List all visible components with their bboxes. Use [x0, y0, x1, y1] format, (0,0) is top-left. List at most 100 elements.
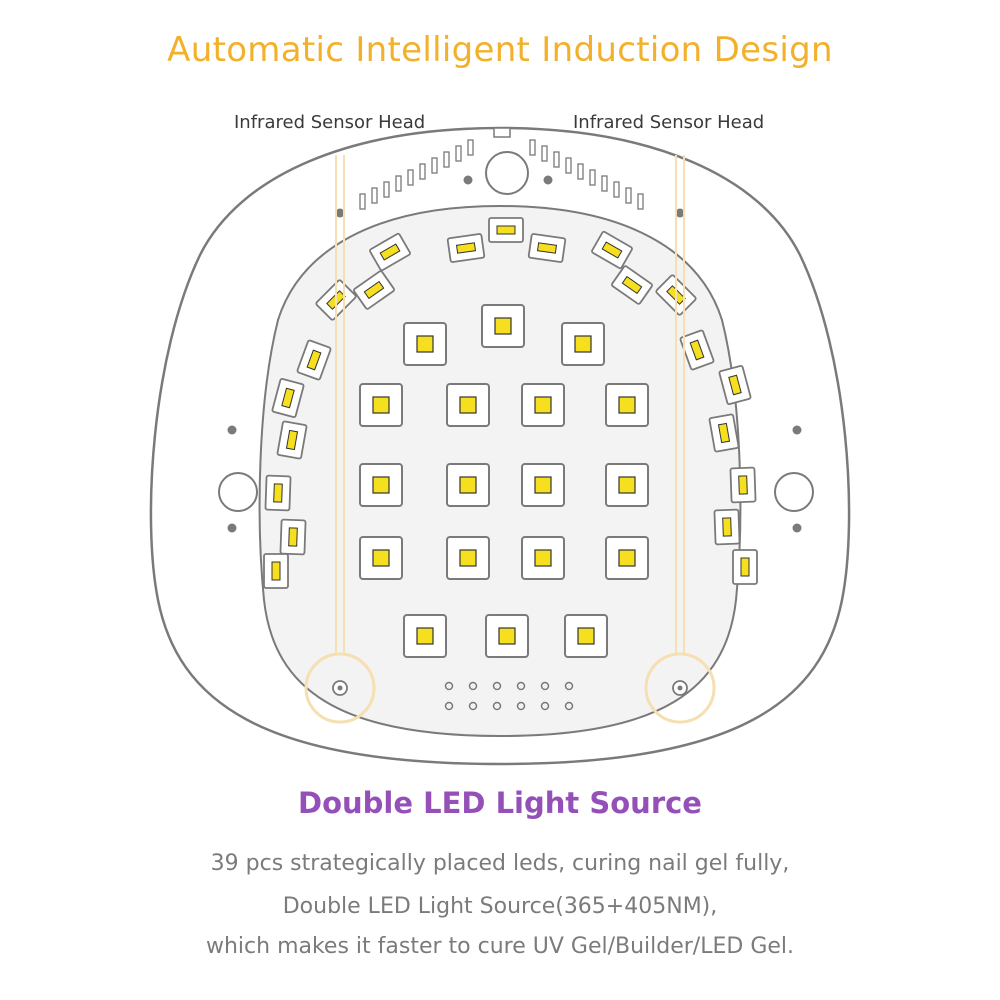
side-led-chip — [273, 483, 283, 503]
vent-ridge-left — [371, 187, 378, 204]
main-led — [403, 322, 447, 366]
main-led-chip — [416, 627, 434, 645]
main-led — [521, 463, 565, 507]
main-led-chip — [494, 317, 512, 335]
main-led — [359, 536, 403, 580]
main-led-chip — [372, 476, 390, 494]
main-led-chip — [459, 476, 477, 494]
screw-dot — [227, 425, 237, 435]
screw-dot — [463, 175, 473, 185]
side-led — [713, 508, 741, 546]
main-led — [446, 536, 490, 580]
vent-ridge-right — [589, 169, 596, 186]
screw-dot — [675, 208, 685, 218]
side-led — [732, 549, 758, 585]
lamp-inner-cavity — [258, 204, 742, 738]
main-led-chip — [416, 335, 434, 353]
main-led — [446, 463, 490, 507]
main-led — [481, 304, 525, 348]
vent-hole — [444, 681, 454, 691]
side-led — [446, 233, 486, 263]
side-led-chip — [740, 557, 750, 577]
main-led-chip — [534, 476, 552, 494]
vent-ridge-left — [467, 139, 474, 156]
lamp-outer-shell — [149, 126, 851, 766]
main-led — [359, 383, 403, 427]
main-led-chip — [534, 549, 552, 567]
infrared-sensor-indicators — [304, 155, 716, 724]
main-led-chip — [618, 396, 636, 414]
vent-ridge-right — [577, 163, 584, 180]
main-led-chip — [372, 549, 390, 567]
main-led — [561, 322, 605, 366]
vent-hole — [540, 681, 550, 691]
vent-ridge-left — [359, 193, 366, 210]
side-led-chip — [281, 387, 295, 409]
vent-ridge-right — [553, 151, 560, 168]
vent-ridge-right — [625, 187, 632, 204]
main-led — [564, 614, 608, 658]
main-led-chip — [498, 627, 516, 645]
vent-ridge-left — [395, 175, 402, 192]
feature-description-line-2: Double LED Light Source(365+405NM), — [282, 894, 718, 919]
side-led-chip — [536, 242, 558, 254]
sensor-highlight-ring — [644, 652, 716, 724]
vent-hole — [516, 681, 526, 691]
side-led-chip — [496, 225, 516, 235]
side-led — [353, 270, 395, 310]
vent-ridge-left — [407, 169, 414, 186]
side-led-chip — [689, 339, 705, 361]
vent-ridge-right — [529, 139, 536, 156]
feature-description-line-1: 39 pcs strategically placed leds, curing… — [210, 851, 790, 876]
side-led — [718, 365, 752, 405]
side-led-chip — [363, 280, 385, 300]
side-led-chip — [717, 422, 731, 444]
feature-title: Double LED Light Source — [298, 786, 702, 820]
vent-ridge-right — [637, 193, 644, 210]
main-led — [605, 536, 649, 580]
side-button-right-icon — [774, 472, 814, 512]
side-led — [276, 420, 308, 460]
main-led-chip — [574, 335, 592, 353]
vent-hole — [492, 681, 502, 691]
screw-dot — [543, 175, 553, 185]
side-led — [708, 413, 740, 453]
vent-hole — [468, 701, 478, 711]
main-led-chip — [459, 396, 477, 414]
main-led-chip — [618, 549, 636, 567]
side-led — [679, 329, 715, 371]
main-led — [446, 383, 490, 427]
screw-dot — [227, 523, 237, 533]
side-led-chip — [728, 374, 742, 396]
main-led-chip — [459, 549, 477, 567]
vent-ridge-right — [601, 175, 608, 192]
sensor-highlight-ring — [304, 652, 376, 724]
vent-hole — [564, 681, 574, 691]
main-led — [521, 536, 565, 580]
vent-hole — [492, 701, 502, 711]
side-led-chip — [271, 561, 281, 581]
page-title: Automatic Intelligent Induction Design — [167, 30, 833, 70]
side-led-chip — [738, 475, 748, 495]
side-button-left-icon — [218, 472, 258, 512]
vent-ridge-left — [383, 181, 390, 198]
vent-ridge-right — [565, 157, 572, 174]
top-slot — [493, 127, 511, 138]
side-led-chip — [306, 349, 322, 371]
vent-ridge-left — [419, 163, 426, 180]
side-led-chip — [722, 517, 732, 537]
main-led-chip — [534, 396, 552, 414]
power-button-icon — [485, 151, 529, 195]
vent-hole — [540, 701, 550, 711]
vent-holes — [444, 681, 574, 711]
side-led-chip — [285, 429, 299, 451]
screw-dot — [792, 425, 802, 435]
side-led — [488, 217, 524, 243]
main-led — [521, 383, 565, 427]
vent-ridge-left — [455, 145, 462, 162]
main-led-grid — [359, 304, 649, 658]
side-led-chip — [601, 241, 623, 259]
side-led — [271, 378, 305, 418]
side-led — [611, 265, 653, 305]
